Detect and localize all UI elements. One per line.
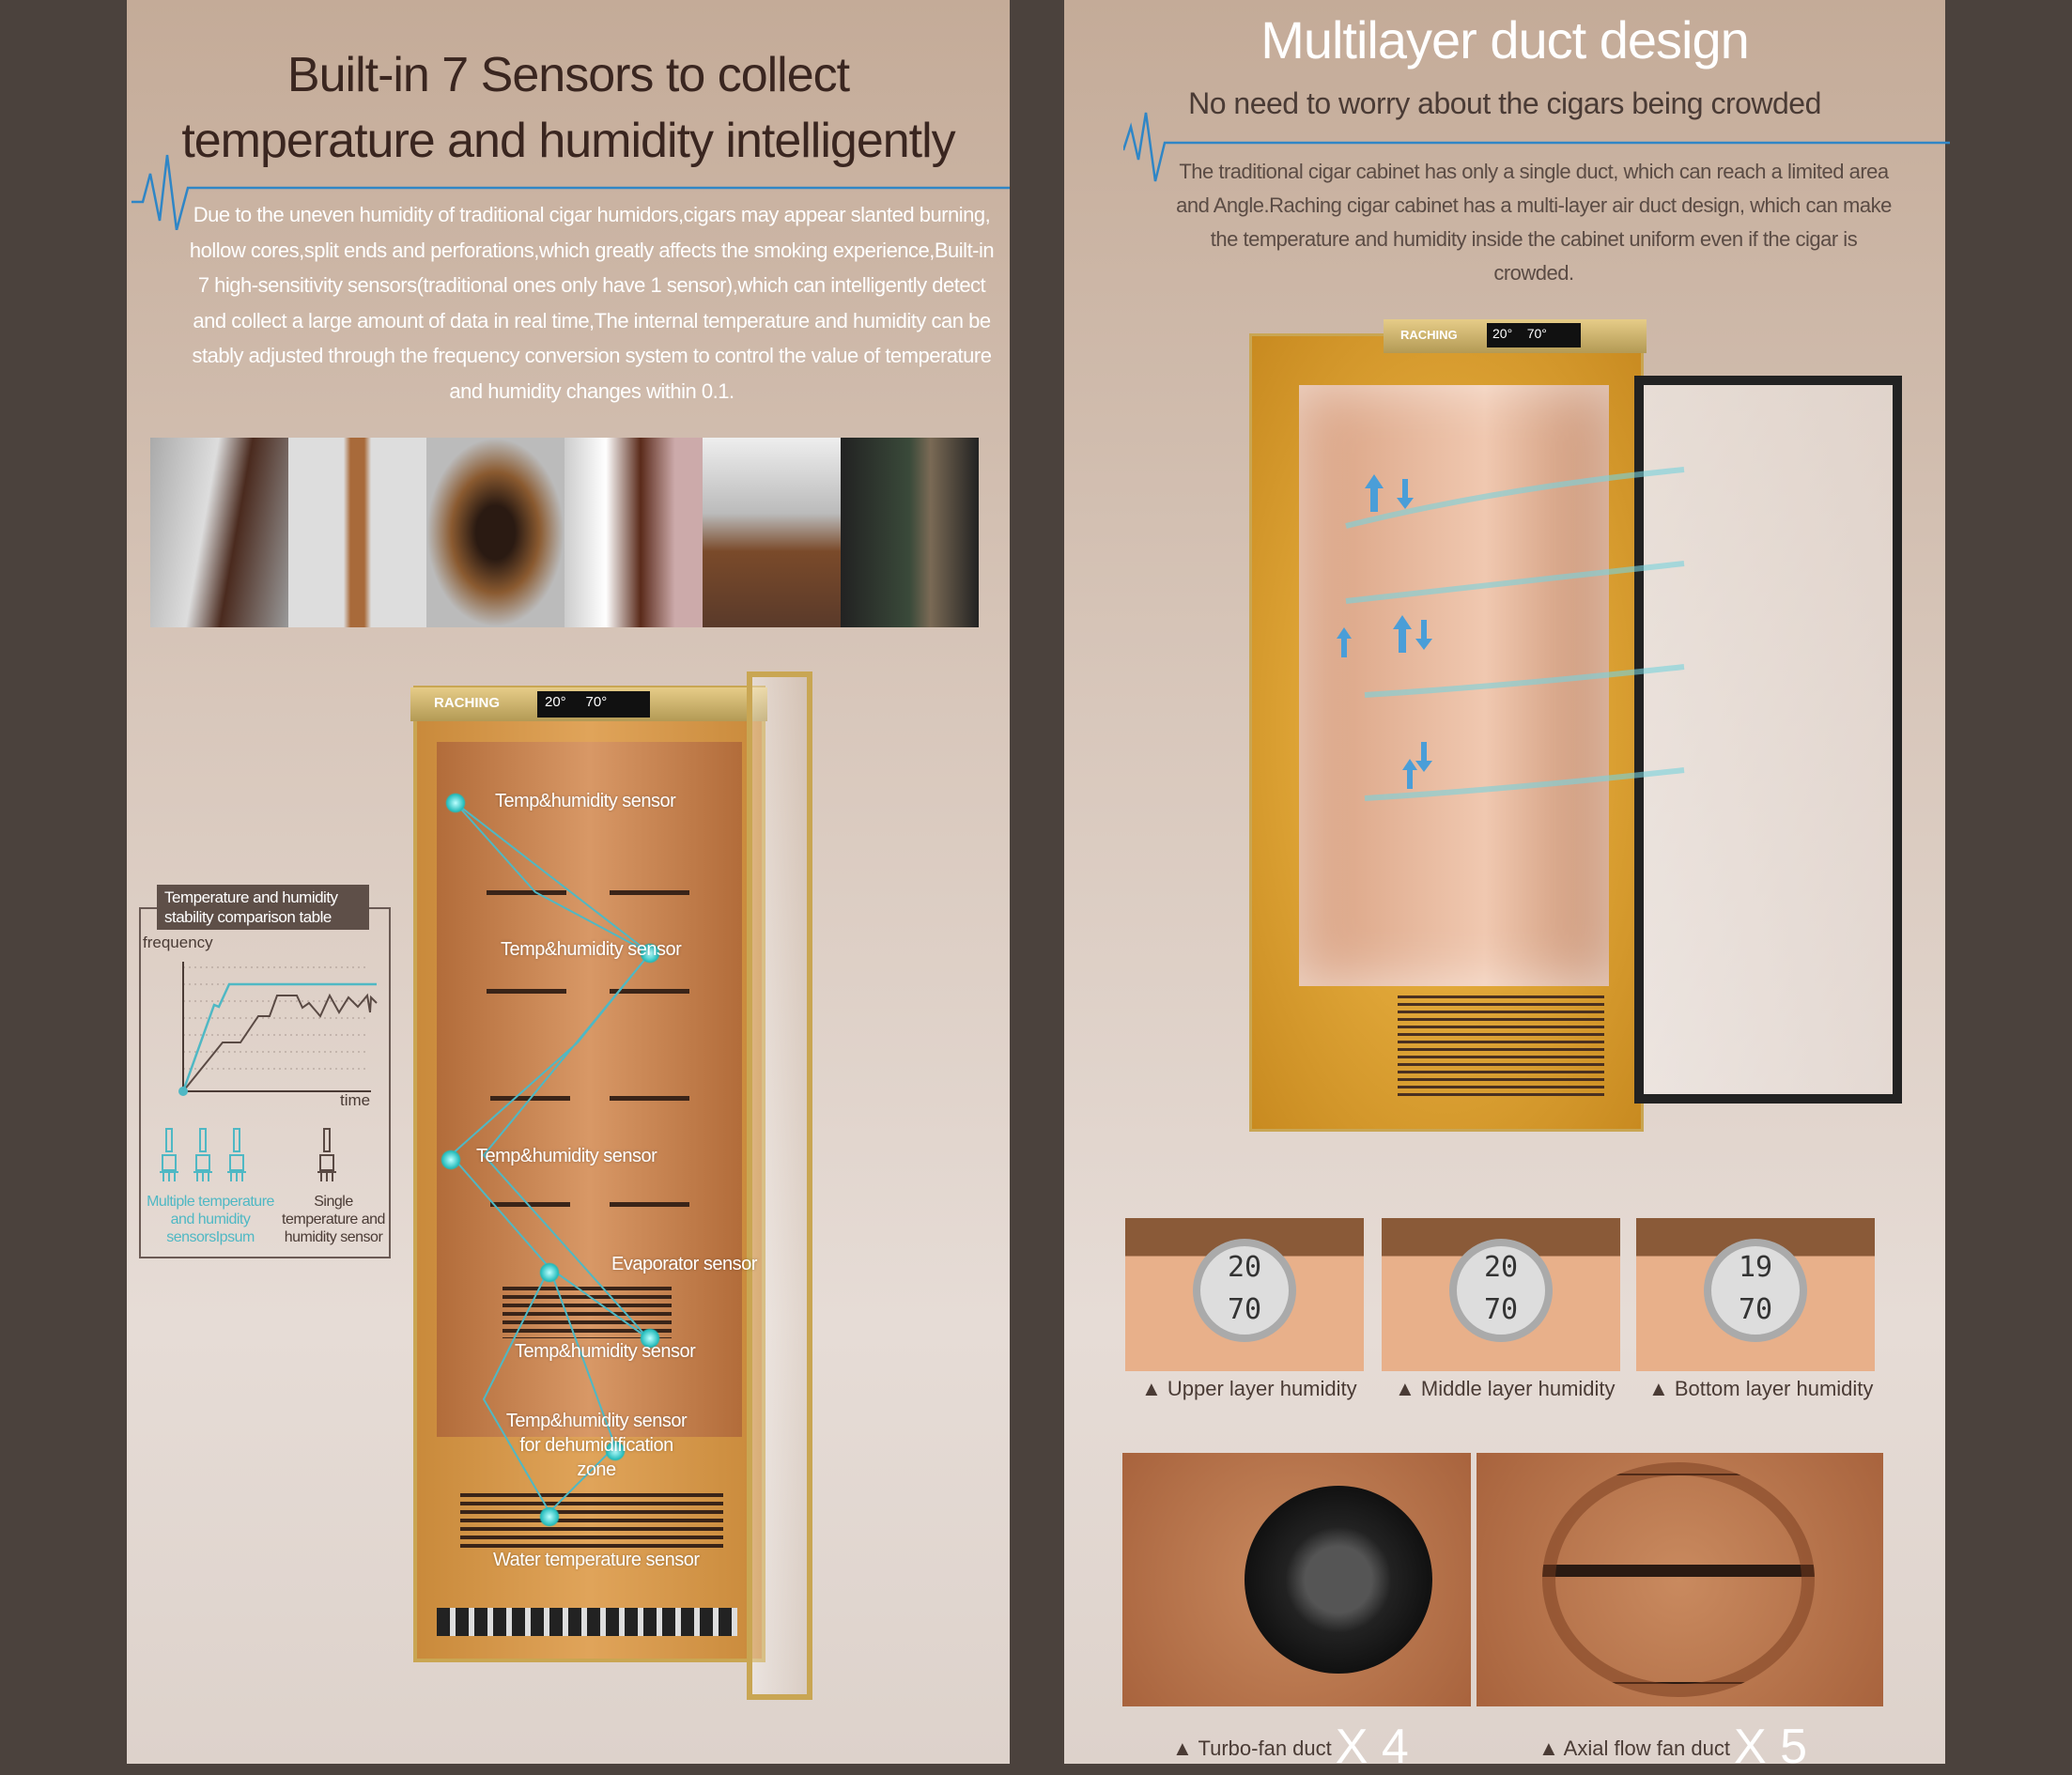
arrow-down-icon <box>1415 620 1432 650</box>
single-sensor-label: Single temperature and humidity sensor <box>282 1194 385 1245</box>
left-paragraph: Due to the uneven humidity of traditiona… <box>189 203 995 403</box>
arrow-up-icon <box>1365 474 1384 512</box>
axial-fan-icon <box>1542 1462 1815 1697</box>
title-line: temperature and humidity intelligently <box>181 114 955 168</box>
multi-sensor-line <box>181 982 377 1092</box>
left-panel: Built-in 7 Sensors to collect temperatur… <box>127 0 1010 1764</box>
pulse-line-icon <box>131 154 1010 230</box>
arrow-up-icon <box>1402 759 1417 789</box>
water-tank-vent <box>460 1493 723 1550</box>
bottom-vent <box>1398 996 1604 1099</box>
arrow-up-icon <box>1337 627 1352 657</box>
turbo-fan-image <box>1122 1453 1471 1706</box>
cigar-photo <box>288 438 426 627</box>
control-display: 20° 70° <box>537 691 650 718</box>
turbo-fan-count: X 4 <box>1335 1720 1409 1774</box>
layer-label: ▲ Upper layer humidity <box>1141 1377 1357 1400</box>
right-panel: Multilayer duct design No need to worry … <box>1064 0 1950 1774</box>
layer-label: ▲ Bottom layer humidity <box>1648 1377 1874 1400</box>
single-sensor-icon <box>317 1128 336 1181</box>
sensor-label: Water temperature sensor <box>493 1550 700 1570</box>
left-title: Built-in 7 Sensors to collect temperatur… <box>127 42 1010 174</box>
control-display: 20° 70° <box>1487 323 1581 347</box>
cigar-photo <box>426 438 564 627</box>
multi-sensor-label: Multiple temperature and humidity sensor… <box>147 1194 274 1245</box>
glass-door <box>747 671 812 1700</box>
sensor-label: Temp&humidity sensor <box>501 939 682 960</box>
brand-logo: RACHING <box>434 695 500 711</box>
arrow-up-icon <box>1393 615 1412 653</box>
axial-fan-image <box>1477 1453 1883 1706</box>
x-axis-label: time <box>340 1091 371 1109</box>
sensor-label: Temp&humidity sensor <box>495 791 676 811</box>
brand-logo: RACHING <box>1400 328 1458 342</box>
display-temp: 20° <box>545 694 566 710</box>
cigar-photo <box>841 438 979 627</box>
chart-title: Temperature and humidity stability compa… <box>157 885 369 930</box>
cigar-photo <box>703 438 841 627</box>
cabinet-top-panel: RACHING 20° 70° <box>1384 319 1647 353</box>
y-axis-label: frequency <box>143 934 213 951</box>
turbo-fan-icon <box>1245 1486 1432 1674</box>
cabinet-top-panel: RACHING 20° 70° <box>410 687 767 721</box>
axes <box>182 962 371 1092</box>
display-humidity: 70° <box>585 694 608 710</box>
airflow-arrows <box>1337 467 1685 801</box>
axial-fan-label: ▲ Axial flow fan ductX 5 <box>1539 1720 1808 1774</box>
bottom-grille <box>437 1608 737 1636</box>
sensor-label: Evaporator sensor <box>611 1254 757 1274</box>
origin-point <box>178 1087 188 1096</box>
display-temp: 20° <box>1492 326 1513 341</box>
arrow-down-icon <box>1415 742 1432 772</box>
pulse-line-icon <box>1123 112 1950 182</box>
axial-fan-count: X 5 <box>1733 1720 1808 1774</box>
title-line: Built-in 7 Sensors to collect <box>286 48 850 102</box>
arrow-down-icon <box>1397 479 1414 509</box>
display-humidity: 70° <box>1526 326 1547 341</box>
right-paragraph: The traditional cigar cabinet has only a… <box>1176 160 1892 285</box>
single-sensor-line <box>182 993 378 1092</box>
right-title: Multilayer duct design <box>1260 10 1750 69</box>
sensor-label: Temp&humidity sensor <box>476 1146 657 1166</box>
stability-line-chart <box>178 962 378 1096</box>
cigar-photo <box>150 438 288 627</box>
turbo-fan-label: ▲ Turbo-fan ductX 4 <box>1172 1720 1409 1774</box>
sensor-label: Temp&humidity sensor <box>515 1341 696 1362</box>
multi-sensor-icon <box>160 1128 247 1182</box>
right-subtitle: No need to worry about the cigars being … <box>1188 86 1821 120</box>
glass-door <box>1634 376 1902 1104</box>
cigar-photo <box>564 438 703 627</box>
sensor-label: Temp&humidity sensor for dehumidificatio… <box>505 1411 688 1480</box>
layer-label: ▲ Middle layer humidity <box>1395 1377 1616 1400</box>
